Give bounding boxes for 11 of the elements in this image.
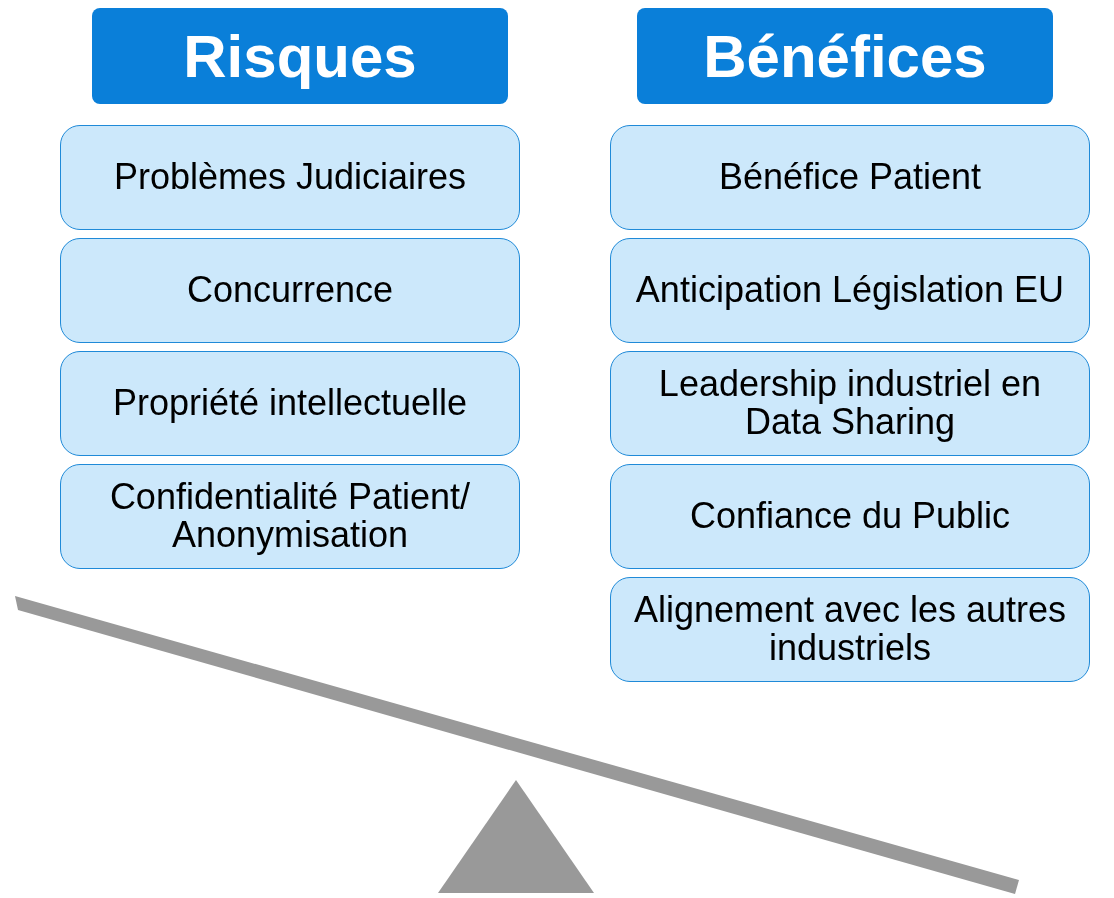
weight-block: Propriété intellectuelle <box>60 350 520 456</box>
weight-block: Confidentialité Patient/ Anonymisation <box>60 463 520 569</box>
weight-block: Anticipation Législation EU <box>610 237 1090 343</box>
weight-block: Confiance du Public <box>610 463 1090 569</box>
weight-block: Problèmes Judiciaires <box>60 124 520 230</box>
weight-block: Concurrence <box>60 237 520 343</box>
column-header: Bénéfices <box>637 8 1053 104</box>
column-header: Risques <box>92 8 508 104</box>
weight-block: Alignement avec les autres industriels <box>610 576 1090 682</box>
weight-block: Bénéfice Patient <box>610 124 1090 230</box>
weight-block: Leadership industriel en Data Sharing <box>610 350 1090 456</box>
